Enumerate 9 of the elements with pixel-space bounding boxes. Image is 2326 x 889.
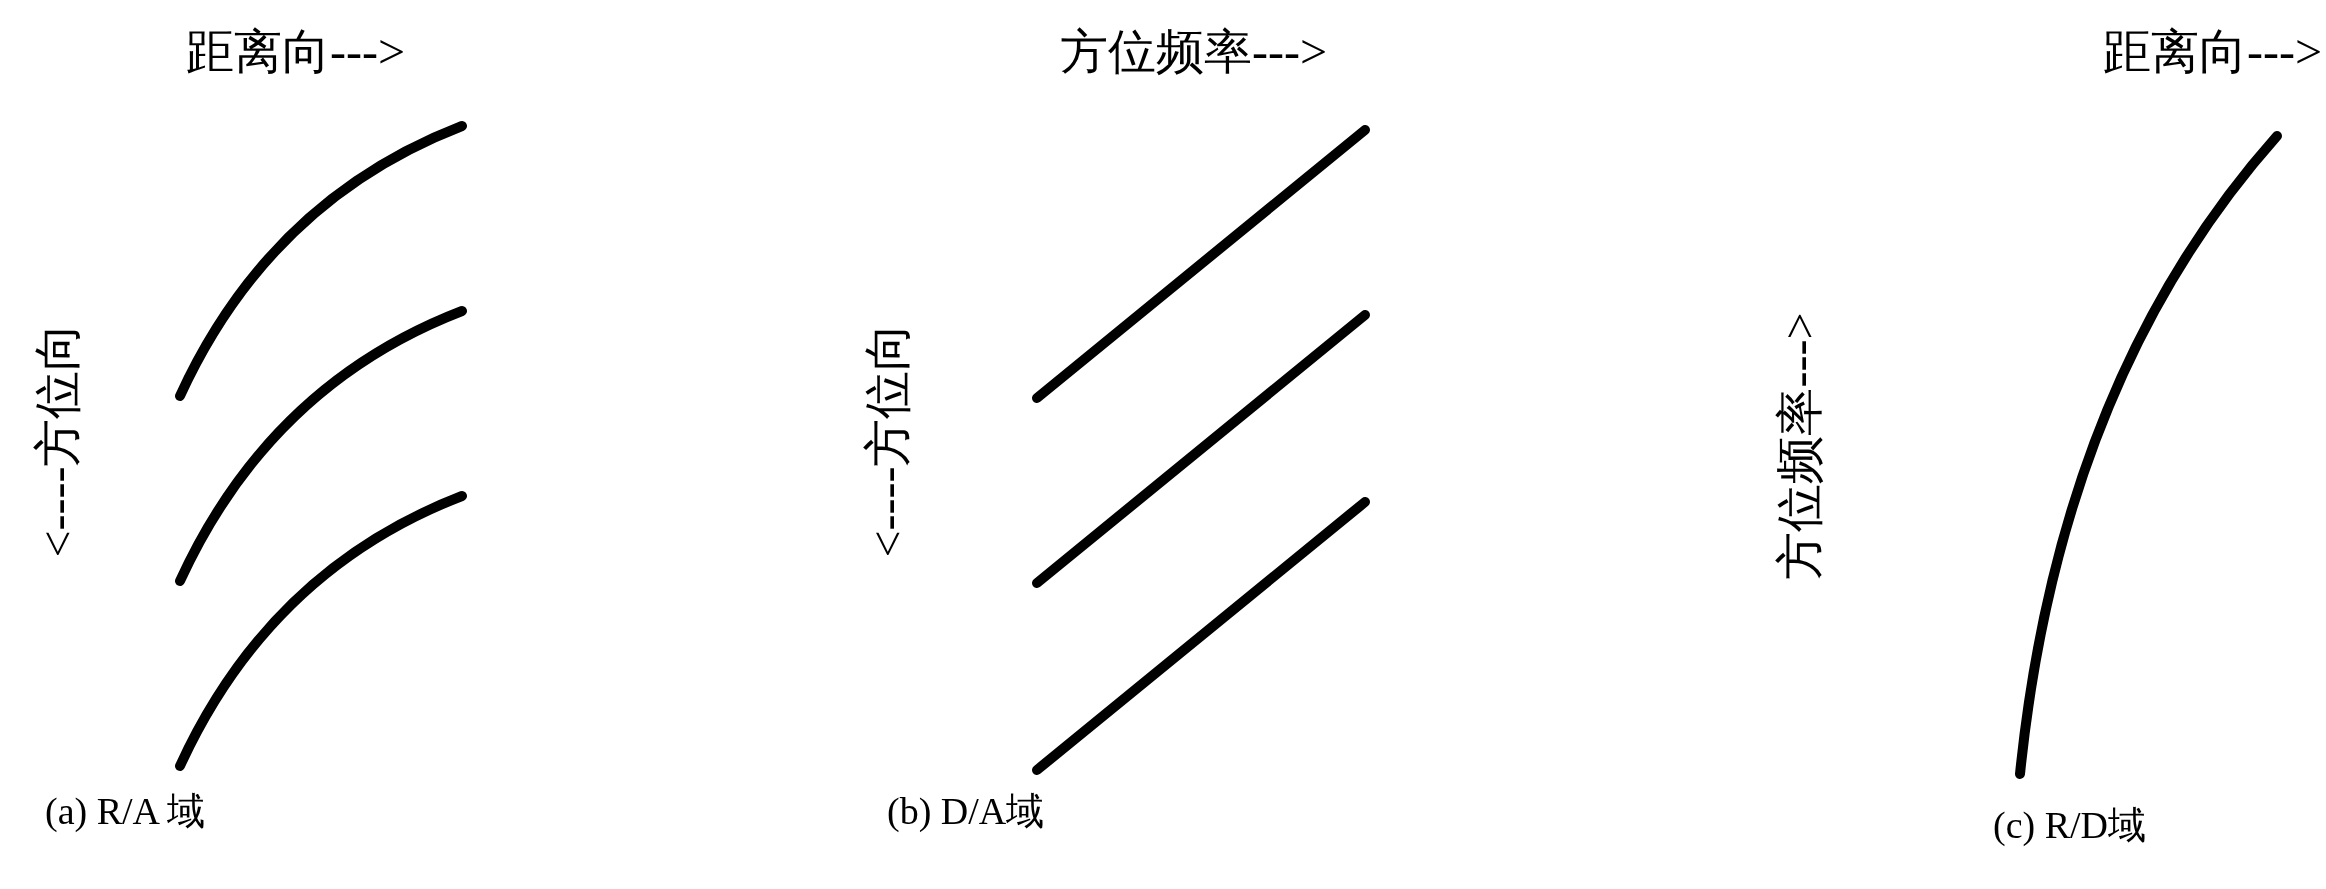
panel-caption: (a) R/A 域 [45, 792, 206, 830]
axis-label: 距离向---> [2102, 28, 2322, 76]
axis-label: 方位频率---> [1776, 312, 1824, 580]
axis-label: 距离向---> [186, 28, 406, 76]
axis-label: <----方位向 [864, 322, 912, 558]
panel-caption: (c) R/D域 [1993, 806, 2147, 844]
axis-label: <----方位向 [34, 322, 82, 558]
panel-caption: (b) D/A域 [887, 792, 1045, 830]
axis-label: 方位频率---> [1060, 28, 1328, 76]
